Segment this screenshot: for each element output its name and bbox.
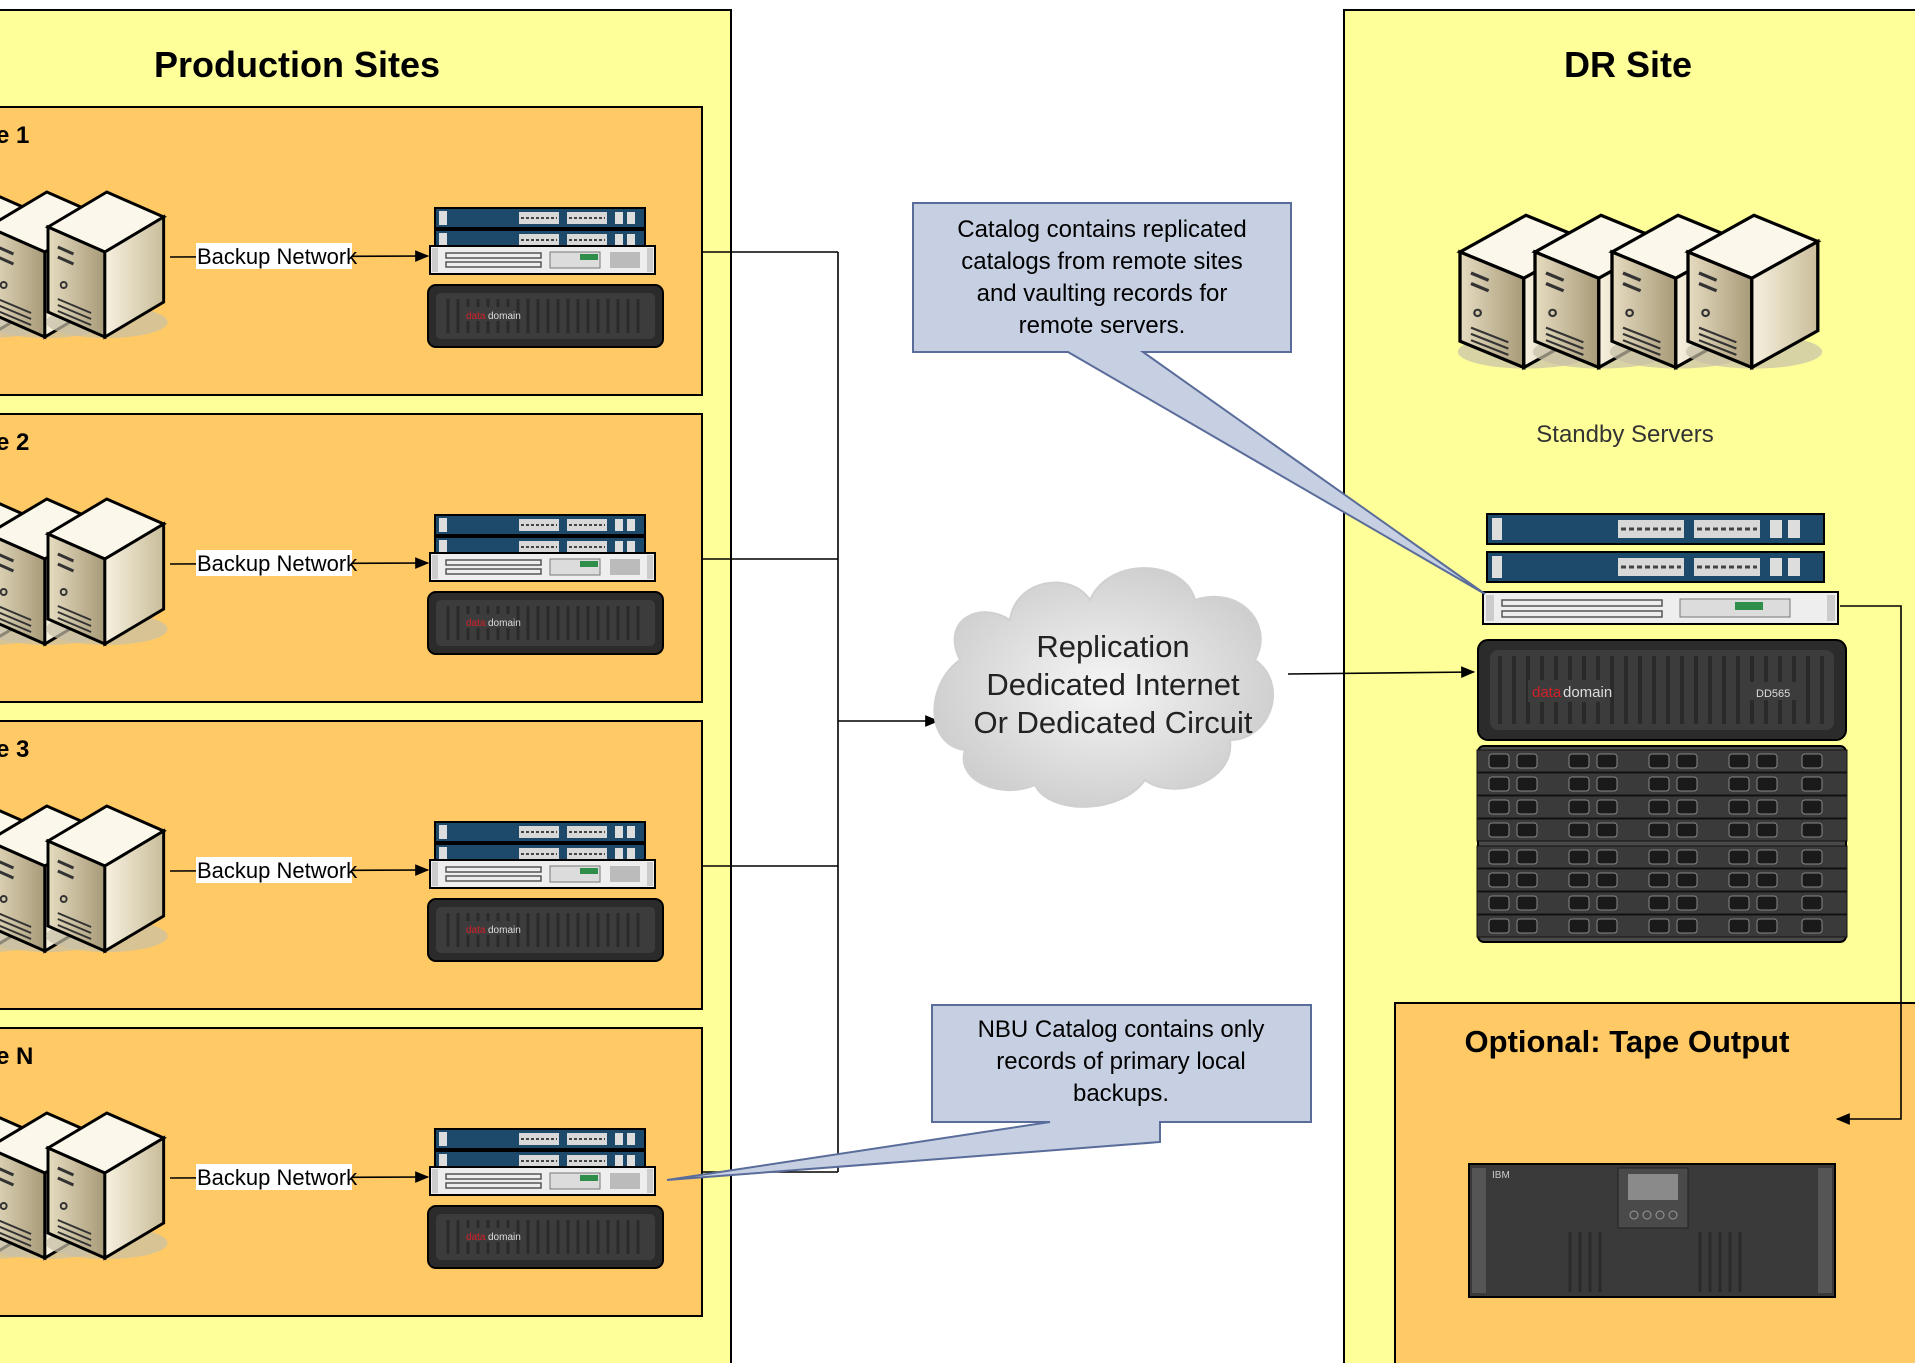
callout-top-line-4: remote servers. — [1019, 312, 1186, 339]
callout-top-line-1: Catalog contains replicated — [957, 216, 1247, 243]
production-site-2: e 2 Backup Network — [0, 413, 703, 703]
production-site-4: e N Backup Network — [0, 1027, 703, 1317]
site-label: e 3 — [0, 736, 29, 763]
callout-bottom-line-2: records of primary local — [996, 1048, 1245, 1075]
dr-switch-icon — [1486, 513, 1825, 583]
dr-title: DR Site — [1564, 44, 1692, 85]
callout-replicated-catalog: Catalog contains replicated catalogs fro… — [912, 202, 1486, 595]
callout-nbu-catalog: NBU Catalog contains only records of pri… — [666, 1004, 1312, 1181]
replication-cloud-icon — [933, 567, 1274, 808]
dr-datadomain-appliance-icon: data domain DD565 — [1477, 639, 1847, 741]
backup-network-label-bg — [196, 1164, 352, 1190]
server-group-icon — [0, 497, 170, 647]
site-label: e N — [0, 1043, 33, 1070]
standby-servers-label: Standby Servers — [1536, 421, 1713, 448]
standby-servers-icon — [1456, 213, 1824, 371]
production-site-3: e 3 Backup Network — [0, 720, 703, 1010]
tape-output-arrow — [1835, 605, 1902, 1125]
backup-network-label: Backup Network — [197, 244, 358, 269]
dr-media-server-icon — [1482, 591, 1839, 625]
replication-arrow — [1287, 666, 1476, 678]
dr-model-label: DD565 — [1756, 688, 1790, 700]
callout-top-line-3: and vaulting records for — [977, 280, 1228, 307]
production-title: Production Sites — [154, 44, 440, 85]
production-uplink-lines — [703, 251, 940, 1173]
server-group-icon — [0, 1111, 170, 1261]
backup-network-label-bg — [196, 550, 352, 576]
dr-brand-prefix: data — [1532, 684, 1562, 701]
backup-network-label: Backup Network — [197, 1165, 358, 1190]
site-label: e 2 — [0, 429, 29, 456]
backup-network-label: Backup Network — [197, 551, 358, 576]
tape-brand-label: IBM — [1492, 1170, 1510, 1181]
production-site-1: e 1 Backup Network — [0, 106, 703, 396]
server-group-icon — [0, 804, 170, 954]
cloud-line-3: Or Dedicated Circuit — [973, 705, 1252, 740]
tape-library-icon: IBM — [1468, 1163, 1836, 1298]
dr-disk-shelf-icon — [1476, 745, 1848, 943]
site-label: e 1 — [0, 122, 29, 149]
tape-output-title: Optional: Tape Output — [1465, 1024, 1790, 1059]
backup-network-label: Backup Network — [197, 858, 358, 883]
callout-top-line-2: catalogs from remote sites — [961, 248, 1242, 275]
cloud-line-1: Replication — [1036, 629, 1189, 664]
callout-bottom-line-1: NBU Catalog contains only — [978, 1016, 1265, 1043]
cloud-line-2: Dedicated Internet — [986, 667, 1240, 702]
server-group-icon — [0, 190, 170, 340]
backup-network-label-bg — [196, 857, 352, 883]
callout-bottom-line-3: backups. — [1073, 1080, 1169, 1107]
backup-network-label-bg — [196, 243, 352, 269]
dr-brand-suffix: domain — [1563, 684, 1612, 701]
